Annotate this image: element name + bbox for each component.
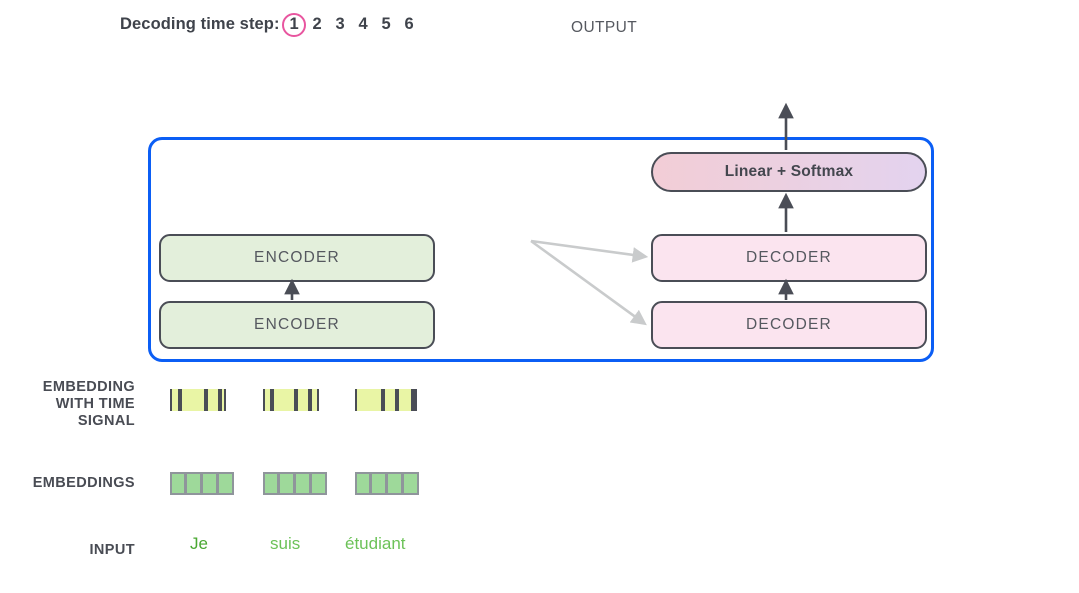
input-token-suis: suis bbox=[270, 534, 301, 553]
vector-cell bbox=[355, 389, 383, 411]
encoder-block-bottom[interactable]: ENCODER bbox=[159, 301, 435, 349]
vector-cell bbox=[397, 389, 413, 411]
vector-cell bbox=[279, 472, 295, 495]
vector-cell bbox=[296, 389, 310, 411]
vector-cell bbox=[403, 472, 419, 495]
vector-cell bbox=[311, 472, 327, 495]
output-label: OUTPUT bbox=[571, 19, 638, 36]
vector-cell bbox=[383, 389, 397, 411]
decoder-block-bottom[interactable]: DECODER bbox=[651, 301, 927, 349]
transformer-container bbox=[148, 137, 934, 362]
vector-cell bbox=[202, 472, 218, 495]
label-embedding-with-time-signal: EMBEDDING WITH TIME SIGNAL bbox=[0, 379, 135, 430]
vector-cell bbox=[220, 389, 226, 411]
decoding-step-6[interactable]: 6 bbox=[404, 15, 414, 33]
time-signal-vector-je bbox=[170, 389, 226, 411]
time-signal-vector-etudiant bbox=[355, 389, 417, 411]
decoding-step-4[interactable]: 4 bbox=[358, 15, 368, 33]
decoding-step-5[interactable]: 5 bbox=[381, 15, 391, 33]
time-signal-vector-suis bbox=[263, 389, 319, 411]
linear-softmax-block[interactable]: Linear + Softmax bbox=[651, 152, 927, 192]
embedding-vector-etudiant bbox=[355, 472, 419, 495]
decoding-step-label: Decoding time step: bbox=[120, 15, 280, 33]
label-line-2: WITH TIME bbox=[55, 396, 135, 412]
label-embeddings: EMBEDDINGS bbox=[32, 475, 135, 491]
vector-cell bbox=[218, 472, 234, 495]
vector-cell bbox=[170, 472, 186, 495]
label-input: INPUT bbox=[89, 542, 135, 558]
vector-cell bbox=[272, 389, 296, 411]
decoding-step-2[interactable]: 2 bbox=[312, 15, 322, 33]
decoding-step-3[interactable]: 3 bbox=[335, 15, 345, 33]
label-line-3: SIGNAL bbox=[77, 413, 135, 429]
vector-cell bbox=[263, 472, 279, 495]
vector-cell bbox=[263, 389, 272, 411]
vector-cell bbox=[355, 472, 371, 495]
input-token-etudiant: étudiant bbox=[345, 534, 406, 553]
encoder-block-top[interactable]: ENCODER bbox=[159, 234, 435, 282]
vector-cell bbox=[371, 472, 387, 495]
vector-cell bbox=[170, 389, 180, 411]
vector-cell bbox=[387, 472, 403, 495]
decoding-step-1[interactable]: 1 bbox=[282, 12, 307, 37]
vector-cell bbox=[295, 472, 311, 495]
label-line-1: EMBEDDING bbox=[42, 379, 135, 395]
decoder-block-top[interactable]: DECODER bbox=[651, 234, 927, 282]
embedding-vector-suis bbox=[263, 472, 327, 495]
decoding-step-numbers: 1 2 3 4 5 6 bbox=[282, 12, 421, 37]
vector-cell bbox=[180, 389, 206, 411]
decoding-time-step: Decoding time step: 1 2 3 4 5 6 bbox=[120, 12, 421, 37]
vector-cell bbox=[413, 389, 417, 411]
vector-cell bbox=[186, 472, 202, 495]
embedding-vector-je bbox=[170, 472, 234, 495]
vector-cell bbox=[206, 389, 220, 411]
input-token-je: Je bbox=[190, 534, 208, 553]
vector-cell bbox=[310, 389, 319, 411]
